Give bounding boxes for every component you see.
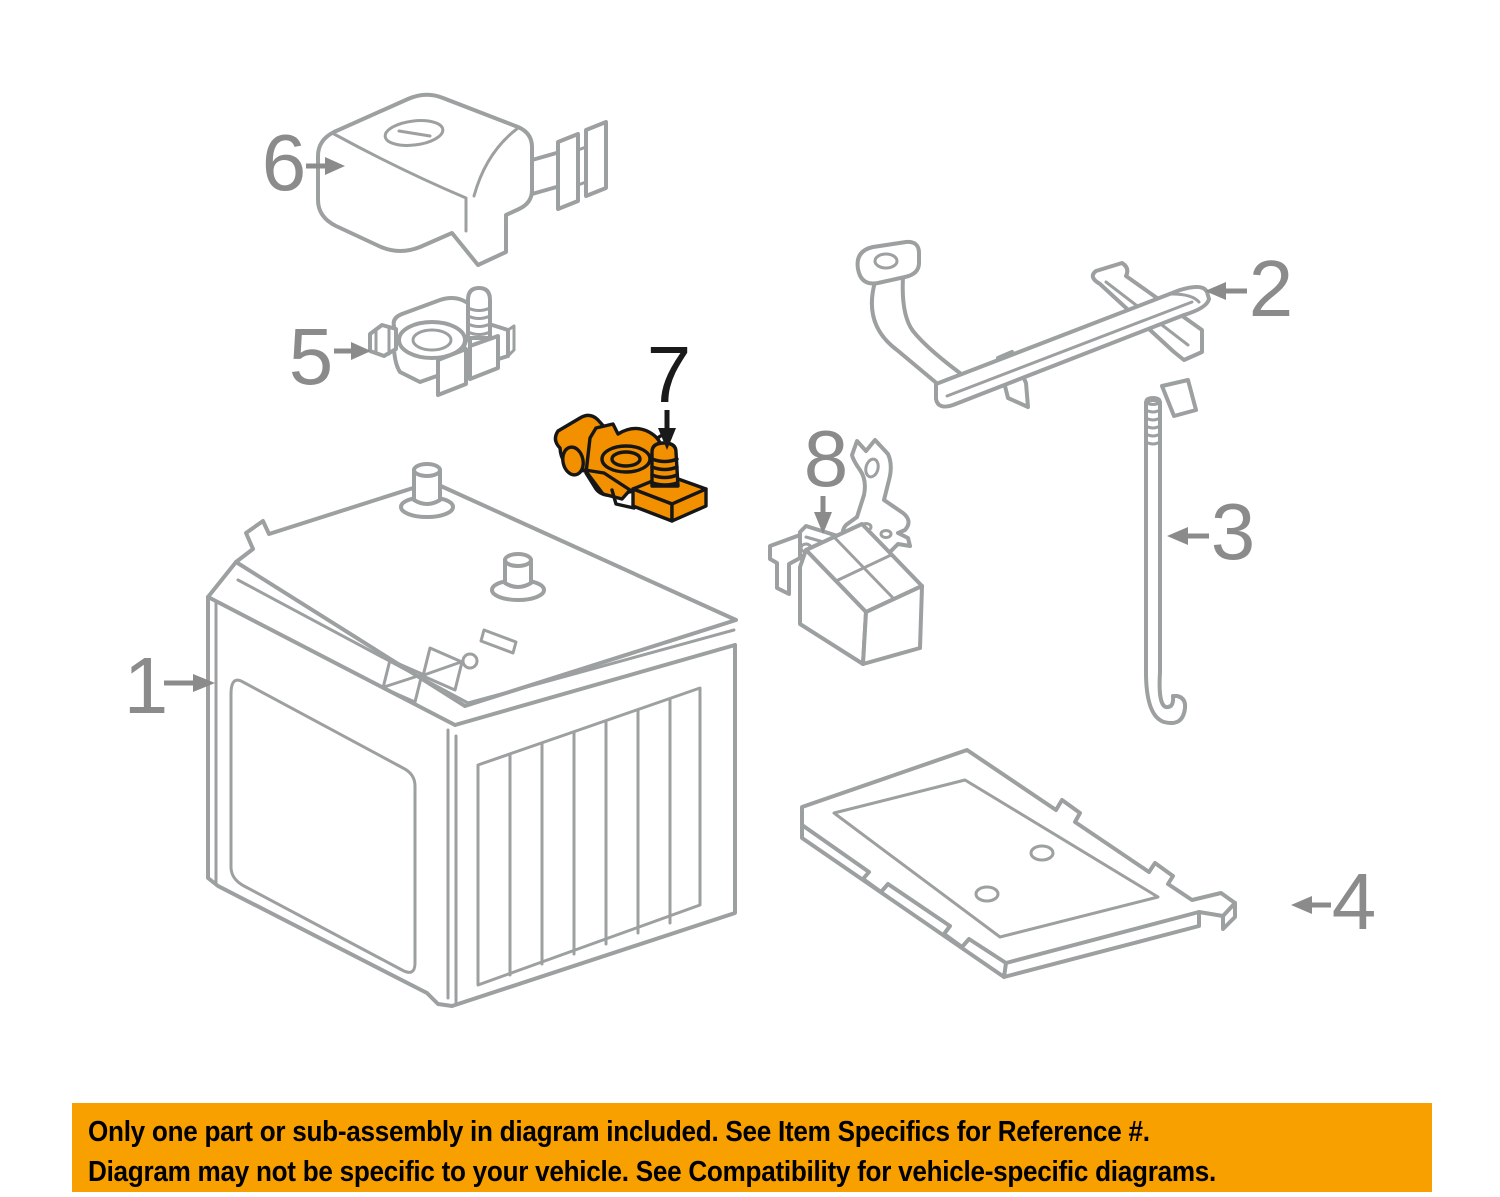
callout-6-number: 6	[262, 118, 307, 207]
callout-8-number: 8	[804, 414, 849, 503]
callout-3: 3	[1167, 487, 1255, 576]
callout-3-number: 3	[1211, 487, 1256, 576]
callout-6: 6	[262, 118, 345, 207]
disclaimer-line-1: Only one part or sub-assembly in diagram…	[88, 1116, 1150, 1148]
j-bolt-drawing	[1144, 396, 1188, 725]
bracket-block-drawing	[768, 438, 924, 666]
callout-8: 8	[804, 414, 849, 534]
callout-2: 2	[1205, 244, 1293, 333]
callout-1: 1	[124, 641, 215, 730]
disclaimer-banner: Only one part or sub-assembly in diagram…	[72, 1103, 1432, 1192]
battery-tray-drawing	[800, 748, 1237, 979]
callout-1-number: 1	[124, 641, 169, 730]
highlighted-terminal-drawing	[553, 413, 708, 523]
battery-drawing	[206, 462, 738, 1008]
terminal-cover-drawing	[316, 92, 608, 267]
battery-terminal-drawing	[368, 286, 516, 397]
disclaimer-line-2: Diagram may not be specific to your vehi…	[88, 1156, 1217, 1188]
callout-4: 4	[1291, 857, 1376, 946]
callout-5-number: 5	[289, 312, 334, 401]
callout-5: 5	[289, 312, 371, 401]
callout-2-number: 2	[1249, 244, 1294, 333]
callout-7: 7	[647, 330, 692, 450]
callout-7-number: 7	[647, 330, 692, 419]
hold-down-clamp-drawing	[855, 239, 1211, 418]
callout-4-number: 4	[1332, 857, 1377, 946]
